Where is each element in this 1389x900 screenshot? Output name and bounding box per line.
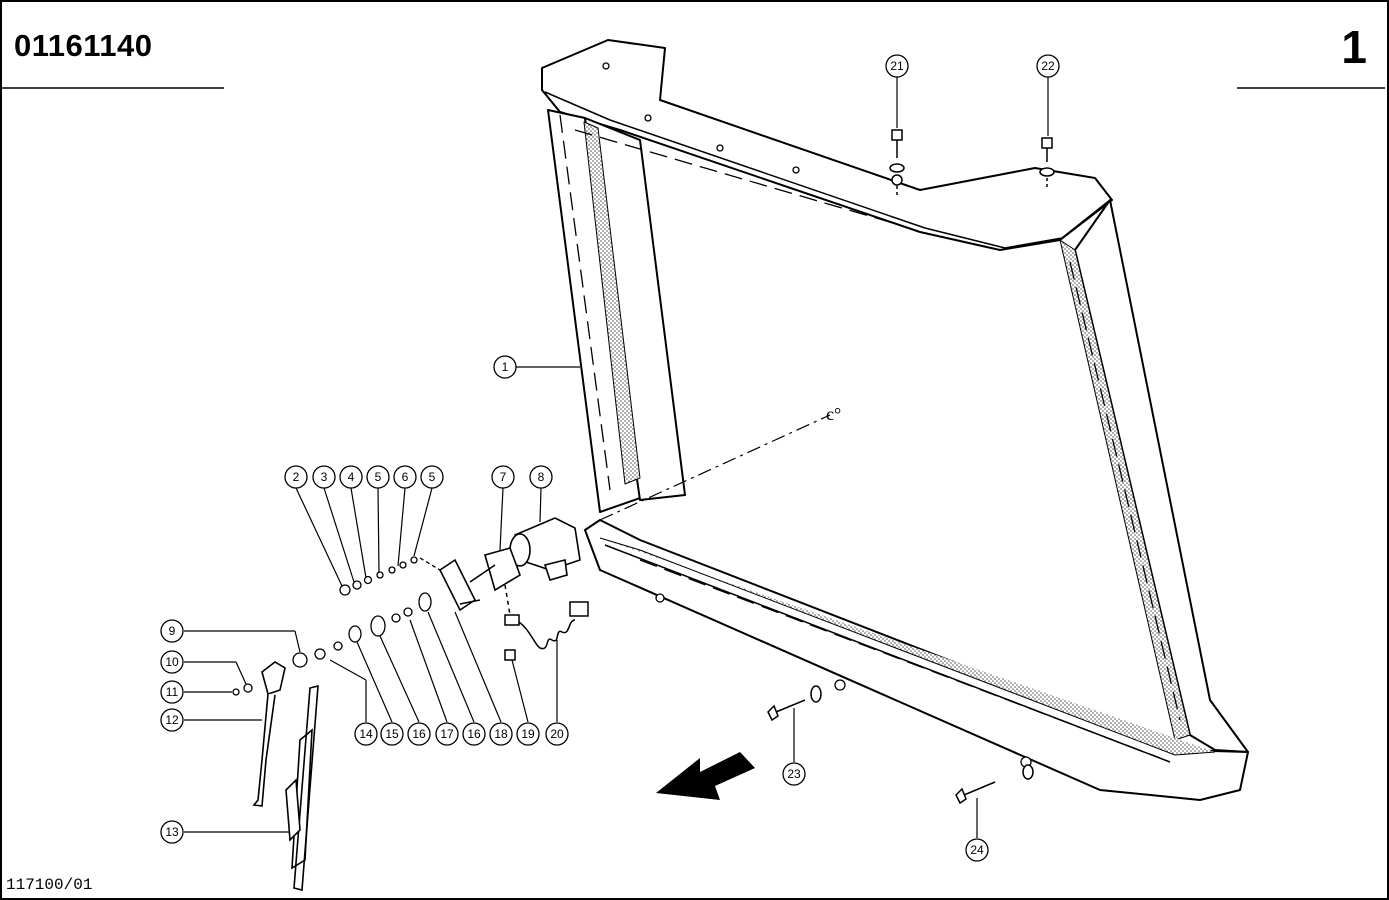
wiper-arm [252, 661, 286, 807]
callout-24: 24 [965, 838, 989, 862]
callout-12: 12 [160, 708, 184, 732]
svg-text:21: 21 [890, 59, 904, 73]
callout-23: 23 [782, 762, 806, 786]
callout-15: 15 [380, 722, 404, 746]
svg-text:16: 16 [467, 727, 481, 741]
svg-text:5: 5 [375, 470, 382, 484]
callout-9: 9 [160, 619, 184, 643]
svg-text:19: 19 [521, 727, 535, 741]
callout-3: 3 [312, 465, 336, 489]
svg-text:20: 20 [550, 727, 564, 741]
svg-text:23: 23 [787, 767, 801, 781]
wiper-blade [285, 684, 319, 892]
direction-arrow [656, 752, 755, 800]
svg-text:14: 14 [359, 727, 373, 741]
svg-text:5: 5 [429, 470, 436, 484]
wiper-motor [438, 517, 581, 612]
callout-7: 7 [491, 465, 515, 489]
leader-lines [184, 77, 1049, 838]
callout-16b: 16 [462, 722, 486, 746]
callout-5a: 5 [366, 465, 390, 489]
windscreen-frame [541, 39, 1249, 801]
svg-text:4: 4 [348, 470, 355, 484]
svg-text:11: 11 [166, 685, 179, 699]
svg-text:2: 2 [293, 470, 300, 484]
callout-13: 13 [160, 820, 184, 844]
svg-text:16: 16 [412, 727, 426, 741]
part-number: 01161140 [14, 28, 153, 63]
top-bolts [889, 129, 1055, 198]
callout-5b: 5 [420, 465, 444, 489]
callout-22: 22 [1036, 54, 1060, 78]
callout-8: 8 [529, 465, 553, 489]
small-hardware-upper [339, 556, 441, 596]
callout-labels: 1 2 3 4 5 6 5 7 8 9 10 11 12 13 14 15 16… [160, 54, 1060, 862]
svg-text:8: 8 [538, 470, 545, 484]
callout-1: 1 [493, 355, 517, 379]
callout-4: 4 [339, 465, 363, 489]
callout-10: 10 [160, 650, 184, 674]
svg-text:12: 12 [165, 713, 179, 727]
callout-20: 20 [545, 722, 569, 746]
svg-text:1: 1 [502, 360, 509, 374]
frame-hidden-lines [559, 114, 1181, 759]
callout-19: 19 [516, 722, 540, 746]
svg-text:24: 24 [970, 843, 984, 857]
svg-text:6: 6 [402, 470, 409, 484]
svg-text:15: 15 [385, 727, 399, 741]
svg-text:13: 13 [165, 825, 179, 839]
svg-text:10: 10 [165, 655, 179, 669]
callout-6: 6 [393, 465, 417, 489]
motor-cable [504, 584, 589, 661]
svg-text:9: 9 [169, 624, 176, 638]
center-line [599, 414, 831, 521]
svg-text:3: 3 [321, 470, 328, 484]
svg-text:17: 17 [440, 727, 454, 741]
callout-18: 18 [489, 722, 513, 746]
svg-text:22: 22 [1041, 59, 1055, 73]
callout-17: 17 [435, 722, 459, 746]
callout-11: 11 [160, 680, 184, 704]
bottom-bolts [767, 685, 1034, 805]
frame-holes [602, 62, 1032, 768]
small-hardware-lower [232, 592, 432, 696]
svg-text:18: 18 [494, 727, 508, 741]
clip-symbol: c° [826, 404, 841, 424]
callout-21: 21 [885, 54, 909, 78]
page-number: 1 [1341, 21, 1367, 73]
svg-text:7: 7 [500, 470, 507, 484]
callout-14: 14 [354, 722, 378, 746]
callout-2: 2 [284, 465, 308, 489]
callout-16a: 16 [407, 722, 431, 746]
drawing-reference: 117100/01 [6, 876, 93, 894]
